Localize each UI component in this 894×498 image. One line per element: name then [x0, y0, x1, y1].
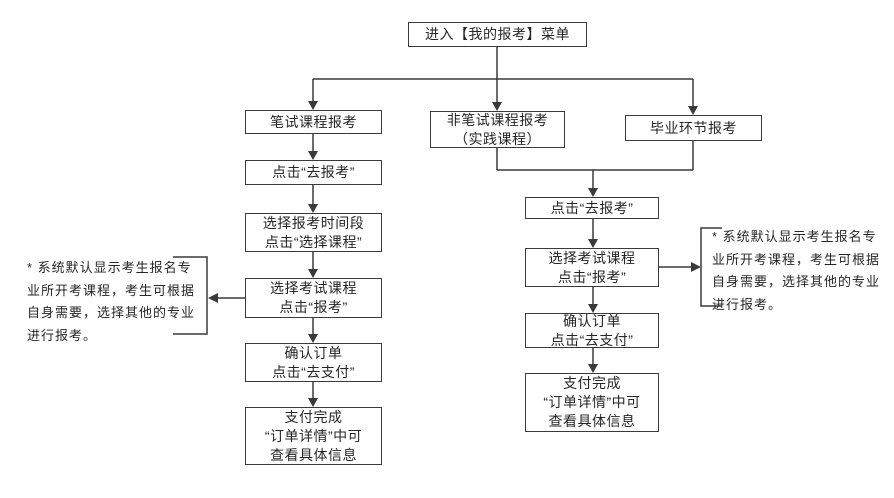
flow-step-written-go-register: 点击“去报考” — [245, 160, 382, 185]
arrow-down-icon — [588, 239, 598, 248]
arrow-down-icon — [588, 304, 598, 313]
arrow-down-icon — [308, 151, 318, 160]
arrow-left-icon — [208, 293, 218, 303]
flow-node-nonwritten-title: 非笔试课程报考 （实践课程） — [430, 111, 565, 148]
flow-step-merged-go-register: 点击“去报考” — [525, 197, 659, 219]
flow-step-written-payment-done: 支付完成 “订单详情”中可 查看具体信息 — [245, 407, 382, 465]
arrow-down-icon — [492, 102, 502, 111]
left-note-bracket — [173, 256, 208, 335]
flow-step-written-select-course: 选择考试课程 点击“报考” — [245, 278, 382, 318]
arrow-down-icon — [308, 269, 318, 278]
arrow-right-icon — [691, 262, 701, 272]
arrow-down-icon — [688, 106, 698, 115]
arrow-down-icon — [588, 188, 598, 197]
arrow-down-icon — [308, 334, 318, 343]
note-right: * 系统默认显示考生报名专 业所开考课程，考生可根据 自身需要，选择其他的专业 … — [712, 229, 881, 312]
flow-step-written-select-timeslot: 选择报考时间段 点击“选择课程” — [245, 213, 382, 252]
flow-node-graduation-title: 毕业环节报考 — [625, 115, 762, 141]
arrow-down-icon — [588, 364, 598, 373]
arrow-down-icon — [308, 398, 318, 407]
flow-step-merged-confirm-order: 确认订单 点击“去支付” — [525, 313, 659, 348]
note-left: * 系统默认显示考生报名专 业所开考课程，考生可根据 自身需要，选择其他的专业 … — [27, 260, 196, 343]
flow-step-written-confirm-order: 确认订单 点击“去支付” — [245, 343, 382, 382]
arrow-down-icon — [308, 101, 318, 110]
arrowheads — [208, 101, 701, 407]
flow-node-written-title: 笔试课程报考 — [245, 110, 382, 134]
flow-step-merged-payment-done: 支付完成 “订单详情”中可 查看具体信息 — [525, 373, 659, 432]
arrow-down-icon — [308, 204, 318, 213]
flow-node-start: 进入【我的报考】菜单 — [408, 22, 587, 47]
flow-step-merged-select-course: 选择考试课程 点击“报考” — [525, 248, 659, 287]
